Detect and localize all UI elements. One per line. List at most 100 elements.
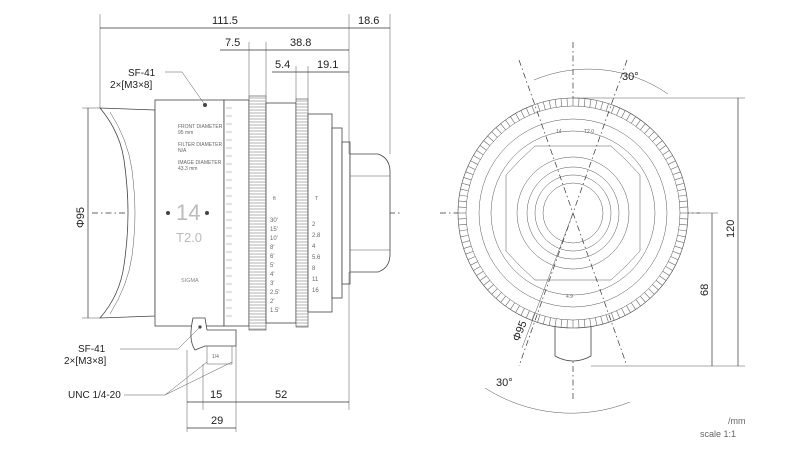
angle-arc-bottom — [484, 387, 631, 414]
front-gear-tooth — [635, 119, 641, 127]
callout-top-name: SF-41 — [128, 68, 156, 79]
front-gear-tooth — [644, 292, 651, 299]
front-gear-tooth — [662, 150, 670, 155]
dim-gear2-span: 19.1 — [317, 59, 338, 71]
front-gear-tooth — [674, 245, 683, 249]
front-gear-tooth — [520, 110, 525, 118]
front-gear-tooth — [583, 98, 586, 107]
distance-scale-mark: 5' — [270, 263, 274, 269]
front-ring-2 — [490, 130, 656, 296]
scale-ring-ticks — [226, 107, 232, 317]
lens-mount — [349, 153, 391, 273]
front-gear-tooth — [479, 145, 487, 151]
front-gear-tooth — [635, 299, 641, 307]
front-gear-tooth — [560, 98, 563, 107]
front-gear-tooth — [473, 266, 481, 271]
dim-gear2-offset: 5.4 — [275, 59, 290, 71]
callout-thread-leader-1 — [124, 361, 208, 396]
callout-top-leader — [165, 71, 206, 106]
front-gear-tooth — [461, 240, 470, 244]
front-gear-tooth — [483, 140, 491, 146]
front-gear-tooth — [463, 177, 472, 181]
t-scale-mark: 2.8 — [312, 233, 321, 239]
t-scale-mark: 8 — [312, 266, 316, 272]
front-gear-tooth — [500, 295, 506, 303]
front-gear-tooth — [458, 200, 467, 203]
dim-front-diameter: Φ95 — [511, 319, 530, 343]
front-gear-tooth — [525, 107, 530, 116]
dim-angle-top: 30° — [622, 71, 639, 83]
front-gear-tooth — [670, 165, 679, 170]
front-gear-tooth — [640, 295, 646, 303]
front-gear-tooth — [460, 188, 469, 192]
front-gear-tooth — [495, 292, 502, 299]
front-gear-tooth — [655, 280, 663, 286]
front-gear-tooth — [465, 251, 474, 255]
front-gear-tooth — [672, 251, 681, 255]
front-gear-tooth — [600, 101, 604, 110]
front-gear-tooth — [515, 305, 520, 313]
front-gear-tooth — [520, 308, 525, 316]
callout-top-spec: 2×[M3×8] — [110, 80, 152, 91]
hood-inner-curve — [109, 111, 136, 315]
front-gear-tooth — [491, 131, 498, 138]
front-gear-tooth — [679, 200, 688, 203]
front-gear-tooth — [467, 256, 476, 261]
front-gear-tooth — [542, 316, 546, 325]
front-gear-tooth — [542, 101, 546, 110]
dim-mount-c: 29 — [211, 415, 223, 427]
front-gear-tooth — [470, 160, 478, 165]
callout-bottom-spec: 2×[M3×8] — [64, 356, 106, 367]
rear-step-1 — [331, 127, 343, 299]
callout-thread-leader-2 — [164, 361, 233, 396]
dim-height-total: 120 — [725, 220, 737, 238]
dim-height-center: 68 — [699, 284, 711, 296]
front-diameter-value: 95 mm — [178, 130, 193, 136]
dim-gear-span: 38.8 — [290, 37, 311, 49]
front-gear-tooth — [665, 155, 673, 160]
t-scale-ring — [307, 113, 333, 313]
front-gear-tooth — [459, 194, 468, 197]
dim-front-extension: 18.6 — [358, 15, 379, 27]
dim-gear-offset: 7.5 — [225, 37, 240, 49]
front-gear-tooth — [458, 223, 467, 226]
front-gear-tooth — [678, 194, 687, 197]
front-gear-tooth — [662, 271, 670, 276]
units-label: /mm — [728, 416, 746, 426]
distance-scale-mark: 4' — [270, 272, 274, 278]
front-gear-tooth — [648, 131, 655, 138]
front-gear-tooth — [616, 310, 621, 319]
front-gear-tooth — [467, 165, 476, 170]
distance-scale-mark: 10' — [270, 236, 278, 242]
front-gear-tooth — [605, 314, 609, 323]
front-lens-element — [534, 174, 612, 252]
focal-length-mark: 14 — [176, 200, 200, 225]
front-gear-tooth — [648, 288, 655, 295]
front-gear-tooth — [583, 319, 586, 328]
front-bayonet-flange — [505, 145, 641, 281]
front-gear-tooth — [510, 116, 515, 124]
front-gear-tooth — [461, 182, 470, 186]
t-scale-mark: 16 — [312, 288, 319, 294]
front-gear-tooth — [483, 280, 491, 286]
front-gear-tooth — [548, 100, 552, 109]
front-gear-tooth — [531, 312, 535, 321]
side-view: FRONT DIAMETER 95 mm FILTER DIAMETER N/A… — [64, 14, 400, 432]
distance-unit-label: ft — [273, 196, 276, 202]
distance-scale-mark: 15' — [270, 227, 278, 233]
front-gear-tooth — [594, 100, 598, 109]
distance-scale-ring — [265, 102, 297, 324]
front-gear-tooth — [548, 317, 552, 326]
front-gear-tooth — [491, 288, 498, 295]
t-scale-mark: 4 — [312, 244, 316, 250]
front-gear-tooth — [589, 99, 592, 108]
front-focal-mark: 14 — [556, 129, 562, 135]
front-gear-tooth — [487, 284, 494, 291]
t-scale-mark: 11 — [312, 277, 319, 283]
distance-scale-mark: 8' — [270, 245, 274, 251]
aperture-mark: T2.0 — [176, 230, 202, 245]
front-gear-tooth — [459, 229, 468, 232]
front-gear-tooth — [674, 177, 683, 181]
front-gear-tooth — [652, 284, 659, 291]
